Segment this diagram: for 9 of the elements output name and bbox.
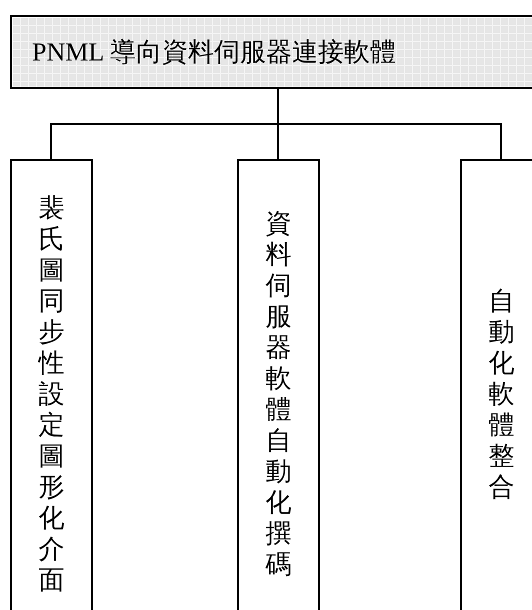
title-box [10,15,532,89]
connector-line [277,89,502,159]
box-label: 自動化軟體整合 [488,286,516,502]
process-box [10,159,93,610]
title-text: PNML 導向資料伺服器連接軟體 [32,36,396,68]
process-box [460,159,532,610]
box-label: 資料伺服器軟體自動化撰碼 [264,208,292,580]
process-box [237,159,320,610]
box-label: 裴氏圖同步性設定圖形化介面 [38,192,66,596]
